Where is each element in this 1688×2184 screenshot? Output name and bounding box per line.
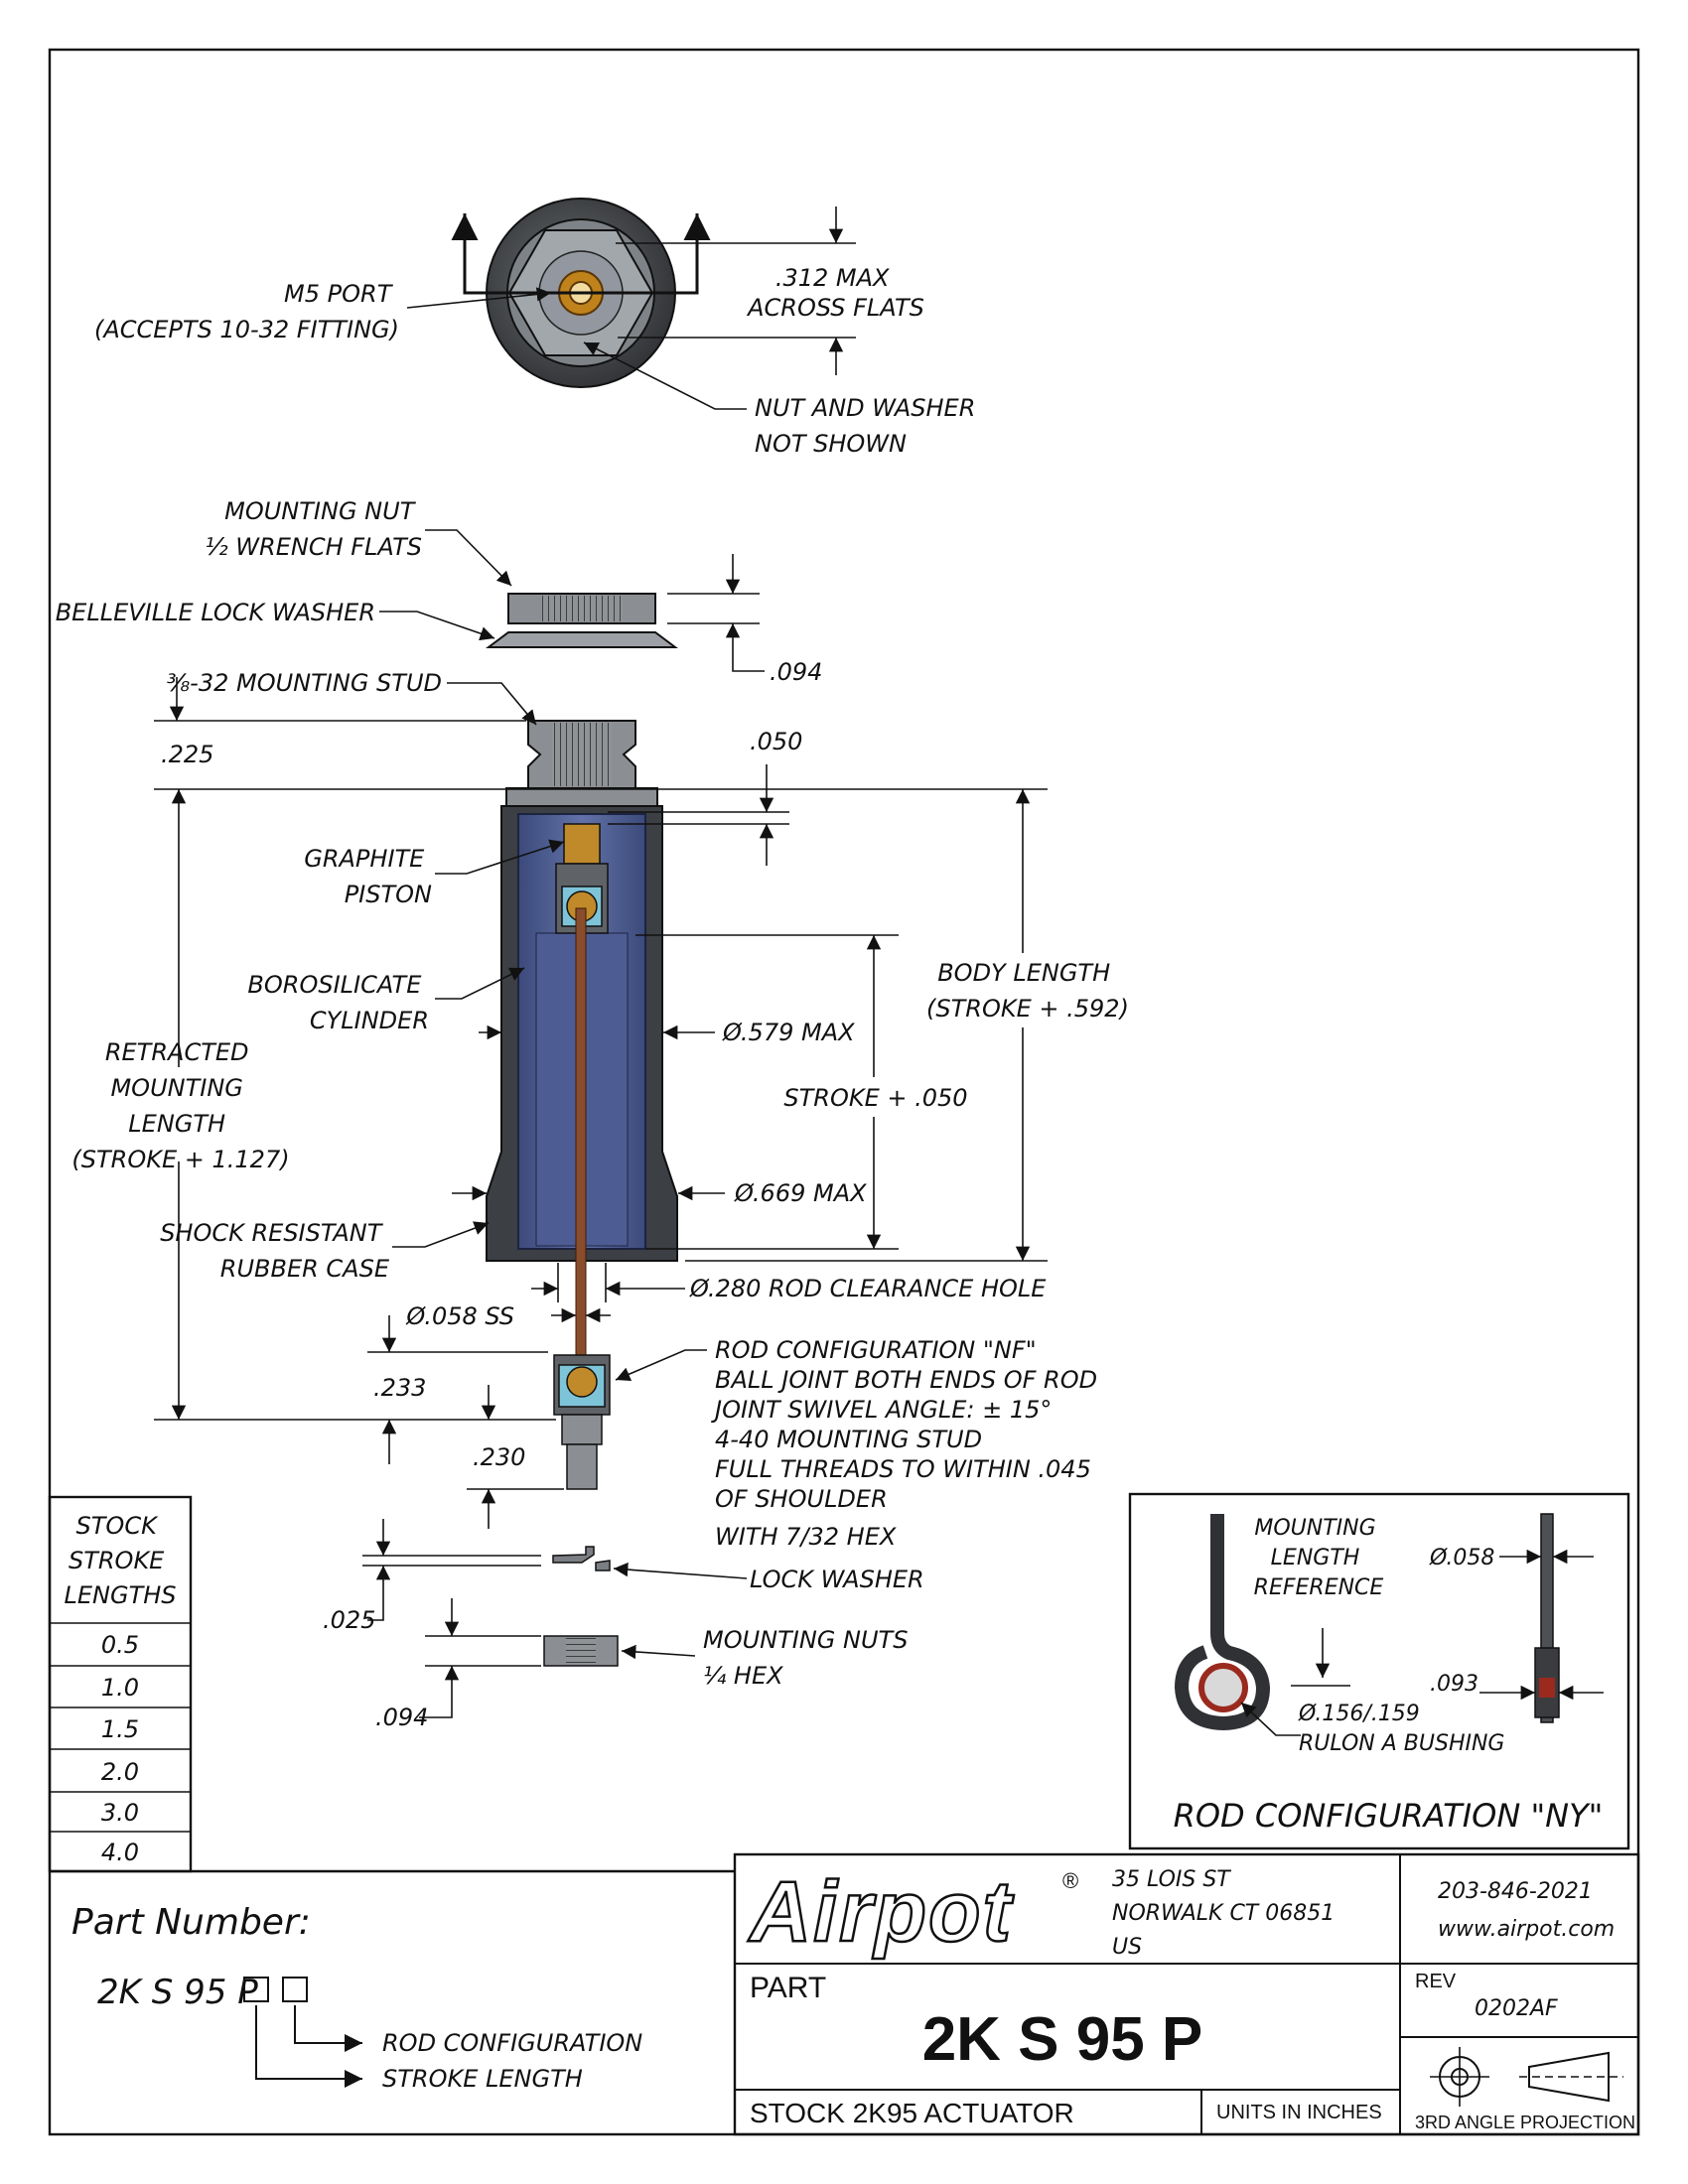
- stroke-row-4: 2.0: [101, 1758, 139, 1786]
- dim-050-label: .050: [750, 728, 802, 755]
- m5-port-label: M5 PORT (ACCEPTS 10-32 FITTING): [94, 280, 399, 343]
- graphite-piston: [563, 823, 601, 865]
- lock-washer-label: LOCK WASHER: [750, 1566, 924, 1593]
- projection-cone: [1528, 2051, 1610, 2103]
- dia-669-label: Ø.669 MAX: [734, 1179, 867, 1207]
- belleville-leader: [379, 611, 495, 641]
- part-number-block: Part Number: 2K S 95 P ROD CONFIGURATION…: [50, 1869, 735, 2093]
- stroke-length-label: STROKE LENGTH: [382, 2065, 583, 2093]
- rod-config-label: ROD CONFIGURATION: [382, 2029, 642, 2057]
- stud-label: ⅜-32 MOUNTING STUD: [167, 669, 442, 697]
- stroke-table-header: STOCK STROKE LENGTHS: [64, 1512, 176, 1609]
- rod-end-stud: [566, 1443, 598, 1490]
- stroke-row-3: 1.5: [101, 1715, 139, 1743]
- ny-bushing-label: Ø.156/.159 RULON A BUSHING: [1298, 1702, 1504, 1756]
- ny-title: ROD CONFIGURATION "NY": [1174, 1797, 1604, 1835]
- nut-washer-label: NUT AND WASHER NOT SHOWN: [755, 394, 983, 458]
- units: UNITS IN INCHES: [1216, 2102, 1382, 2123]
- shock-leader: [392, 1221, 490, 1248]
- registered-mark: ®: [1062, 1868, 1078, 1893]
- stud-thread: [552, 723, 612, 786]
- rod-config-arrow: [294, 2005, 362, 2052]
- lock-washer: [552, 1546, 611, 1571]
- stroke-row-1: 0.5: [101, 1631, 139, 1659]
- part-number-title: 2K S 95 P: [922, 2005, 1203, 2074]
- dim-094b-arrow-bottom: [419, 1666, 460, 1718]
- m5-leader: [406, 287, 552, 309]
- side-view: MOUNTING NUT ½ WRENCH FLATS BELLEVILLE L…: [56, 497, 1129, 1731]
- rod-end-hex: [561, 1414, 603, 1445]
- part-label: PART: [750, 1972, 826, 2004]
- airpot-logo: Airpot: [748, 1864, 1015, 1960]
- nut-arrow-bottom: [725, 623, 765, 672]
- dia-579-label: Ø.579 MAX: [722, 1019, 855, 1046]
- dim-025-label: .025: [323, 1606, 375, 1634]
- ny-ref-label: MOUNTING LENGTH REFERENCE: [1254, 1516, 1384, 1600]
- rod-config-leader: [615, 1349, 707, 1381]
- rod-config-nf-label: ROD CONFIGURATION "NF" BALL JOINT BOTH E…: [711, 1336, 1105, 1551]
- title-block: Airpot ® 35 LOIS ST NORWALK CT 06851 US …: [733, 1852, 1640, 2136]
- dia-058-ss-label: Ø.058 SS: [405, 1302, 514, 1330]
- stroke-row-2: 1.0: [101, 1674, 139, 1702]
- lock-washer-leader: [613, 1562, 748, 1579]
- small-nut-thread: [566, 1638, 596, 1664]
- ny-box-frame: [1128, 1492, 1630, 1850]
- top-view: M5 PORT (ACCEPTS 10-32 FITTING) .312 MAX…: [94, 198, 983, 458]
- phone: 203-846-2021: [1438, 1879, 1593, 1904]
- rod-config-box: [282, 1977, 308, 2002]
- mounting-nuts-label: MOUNTING NUTS ¼ HEX: [703, 1626, 915, 1690]
- mounting-nuts-leader: [621, 1644, 696, 1660]
- stroke-label: STROKE + .050: [783, 1084, 967, 1112]
- stroke-row-5: 3.0: [101, 1799, 139, 1827]
- part-number-code: 2K S 95 P: [97, 1973, 258, 2012]
- nut-washer-leader: [583, 341, 747, 410]
- rod-config-ny-box: MOUNTING LENGTH REFERENCE Ø.058 .093 Ø.1…: [1128, 1492, 1630, 1850]
- graphite-leader: [435, 839, 565, 875]
- rod-clearance-label: Ø.280 ROD CLEARANCE HOLE: [689, 1275, 1047, 1302]
- dim-230-label: .230: [473, 1443, 525, 1471]
- retracted-label: RETRACTED MOUNTING LENGTH (STROKE + 1.12…: [71, 1038, 289, 1173]
- belleville-label: BELLEVILLE LOCK WASHER: [56, 599, 375, 626]
- dim-225-label: .225: [161, 741, 213, 768]
- rulon-bushing: [1198, 1663, 1248, 1712]
- description: STOCK 2K95 ACTUATOR: [750, 2098, 1074, 2128]
- rod-end-ball-joint: [566, 1366, 598, 1398]
- stud-flange: [505, 787, 658, 807]
- graphite-label: GRAPHITE PISTON: [304, 845, 432, 908]
- borosilicate-label: BOROSILICATE CYLINDER: [247, 971, 429, 1034]
- rev-value: 0202AF: [1475, 1996, 1558, 2021]
- ny-rod-side-bushing: [1539, 1678, 1555, 1698]
- across-flats-label: .312 MAX ACROSS FLATS: [746, 264, 924, 322]
- borosilicate-leader: [435, 967, 525, 1000]
- mounting-nut-leader: [425, 529, 512, 587]
- stroke-length-box: [243, 1977, 269, 2002]
- dim-094-bottom-label: .094: [375, 1704, 428, 1731]
- ny-bushing-leader: [1240, 1702, 1301, 1736]
- address: 35 LOIS ST NORWALK CT 06851 US: [1112, 1867, 1341, 1960]
- piston-rod: [575, 907, 587, 1371]
- title-block-frame: [733, 1852, 1640, 2136]
- website: www.airpot.com: [1438, 1917, 1615, 1942]
- ny-093-label: .093: [1430, 1672, 1478, 1697]
- rev-label: REV: [1415, 1971, 1457, 1992]
- mounting-nut-label: MOUNTING NUT ½ WRENCH FLATS: [205, 497, 422, 561]
- projection-label: 3RD ANGLE PROJECTION: [1415, 2113, 1635, 2132]
- stroke-row-6: 4.0: [101, 1839, 139, 1866]
- ny-058-label: Ø.058: [1429, 1546, 1494, 1570]
- stud-leader: [447, 682, 537, 726]
- part-number-label: Part Number:: [71, 1902, 311, 1943]
- body-length-label: BODY LENGTH (STROKE + .592): [926, 959, 1129, 1023]
- dim-233-label: .233: [373, 1374, 426, 1402]
- dim-025-arrow-bottom: [367, 1566, 391, 1621]
- stroke-length-arrow: [255, 2005, 362, 2088]
- shock-label: SHOCK RESISTANT RUBBER CASE: [160, 1219, 390, 1283]
- stroke-table: STOCK STROKE LENGTHS 0.5 1.0 1.5 2.0 3.0…: [48, 1495, 193, 1873]
- mounting-nut-thread: [541, 596, 623, 621]
- section-arrow-right: [581, 213, 711, 295]
- belleville-washer: [486, 631, 678, 648]
- dim-094-top-label: .094: [770, 658, 822, 686]
